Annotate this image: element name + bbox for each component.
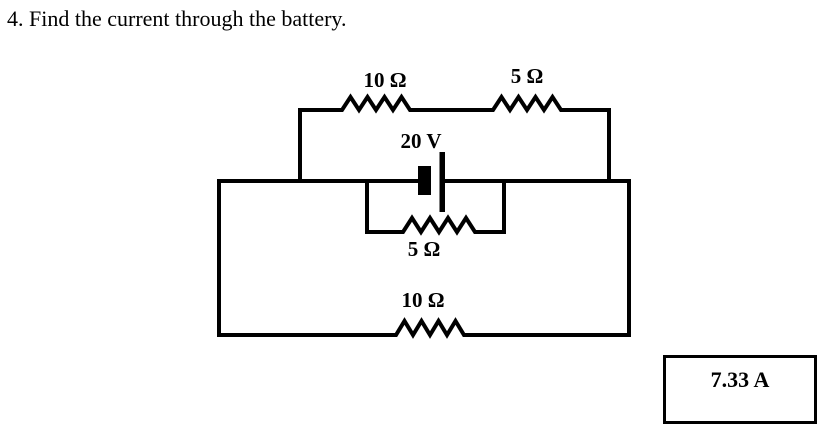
battery-negative-plate bbox=[418, 166, 431, 195]
battery-positive-plate bbox=[439, 152, 445, 212]
label-resistor-top-left: 10 Ω bbox=[363, 68, 406, 92]
wire-top-branch-with-resistors bbox=[298, 93, 611, 181]
wire-parallel-loop-with-resistor bbox=[365, 179, 506, 236]
answer-box: 7.33 A bbox=[663, 355, 817, 424]
wire-bottom-with-resistor bbox=[217, 317, 631, 339]
label-battery-voltage: 20 V bbox=[400, 129, 441, 153]
label-resistor-bottom: 10 Ω bbox=[401, 288, 444, 312]
label-resistor-middle: 5 Ω bbox=[408, 237, 441, 261]
problem-title: 4. Find the current through the battery. bbox=[7, 6, 347, 31]
answer-value: 7.33 A bbox=[710, 367, 770, 392]
label-resistor-top-right: 5 Ω bbox=[511, 64, 544, 88]
